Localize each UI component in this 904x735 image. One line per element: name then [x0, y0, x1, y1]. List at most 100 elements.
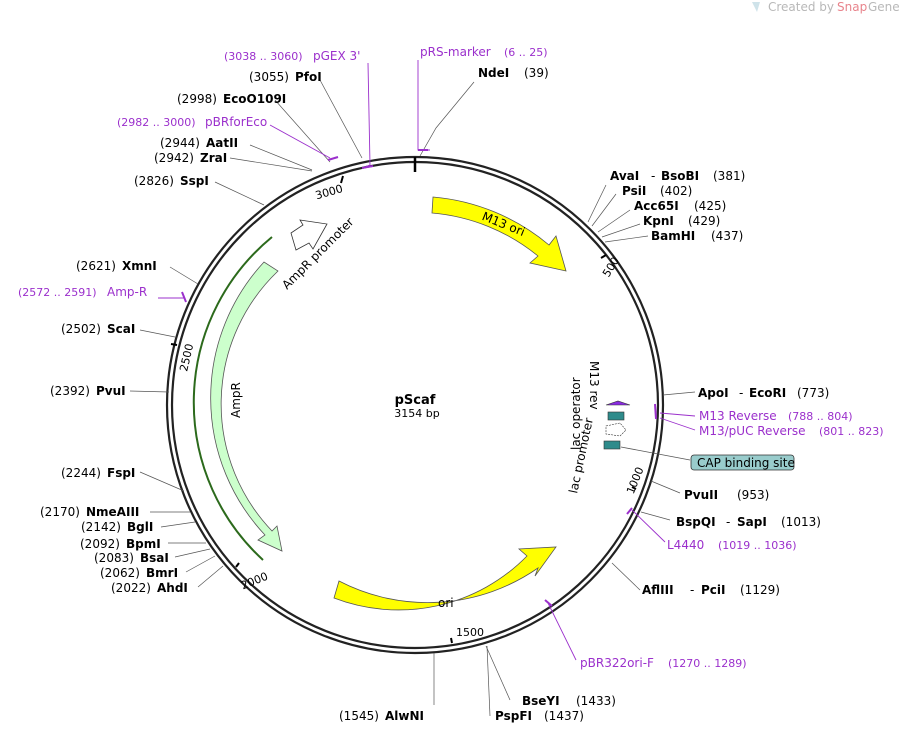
enzyme-bamhi[interactable]: BamHI	[651, 229, 695, 243]
enzyme-psii[interactable]: PsiI	[622, 184, 646, 198]
m13-ori-feature[interactable]: M13 ori	[431, 196, 567, 272]
enzyme-apoi-dash: -	[739, 386, 743, 400]
primer-m13-reverse[interactable]: M13 Reverse	[699, 409, 777, 423]
cap-binding-site-box[interactable]	[690, 454, 795, 471]
enzyme-bspqi-dash: -	[726, 515, 730, 529]
primer-amp-r-range: (2572 .. 2591)	[18, 286, 97, 299]
primer-l4440[interactable]: L4440	[667, 538, 704, 552]
enzyme-avai-dash: -	[651, 169, 655, 183]
enzyme-avai[interactable]: AvaI	[610, 169, 639, 183]
tick-2000: 2000	[239, 570, 270, 593]
snapgene-watermark: Created by Snap Gene	[752, 0, 900, 14]
enzyme-scai-pos: (2502)	[61, 322, 101, 336]
tick-3000: 3000	[314, 182, 344, 202]
enzyme-xmni[interactable]: XmnI	[122, 259, 157, 273]
primer-pbrforeco[interactable]: pBRforEco	[205, 115, 267, 129]
ori-feature[interactable]: ori	[333, 546, 557, 611]
enzyme-apoi[interactable]: ApoI	[698, 386, 729, 400]
primer-marks	[181, 149, 657, 607]
primer-pgex-range: (3038 .. 3060)	[224, 50, 303, 63]
enzyme-sapi[interactable]: SapI	[737, 515, 767, 529]
enzyme-bsai-pos: (2083)	[94, 551, 134, 565]
enzyme-bspqi[interactable]: BspQI	[676, 515, 716, 529]
primer-prs-marker[interactable]: pRS-marker	[420, 45, 491, 59]
primer-m13-reverse-range: (788 .. 804)	[788, 410, 853, 423]
cap-binding-site-label: CAP binding site	[697, 456, 795, 470]
plasmid-name: pScaf	[395, 393, 436, 408]
primer-m13-puc-reverse[interactable]: M13/pUC Reverse	[699, 424, 806, 438]
enzyme-ndei[interactable]: NdeI	[478, 66, 509, 80]
enzyme-pvuii[interactable]: PvuII	[684, 488, 718, 502]
enzyme-bpmi-pos: (2092)	[80, 537, 120, 551]
enzyme-bpmi[interactable]: BpmI	[126, 537, 161, 551]
enzyme-afliii-pos: (1129)	[740, 583, 780, 597]
enzyme-kpni-pos: (429)	[688, 214, 720, 228]
enzyme-pvuii-pos: (953)	[737, 488, 769, 502]
primer-amp-r[interactable]: Amp-R	[107, 285, 147, 299]
cap-site-box	[603, 440, 621, 450]
enzyme-fspi[interactable]: FspI	[107, 466, 135, 480]
m13-ori-label: M13 ori	[480, 209, 527, 239]
lac-region[interactable]: M13 rev lac operator lac promoter CAP bi…	[566, 361, 795, 495]
enzyme-avai-pos: (381)	[713, 169, 745, 183]
enzyme-bseyi-pos: (1433)	[576, 694, 616, 708]
enzyme-bmri-pos: (2062)	[100, 566, 140, 580]
primer-labels: pRS-marker (6 .. 25) (3038 .. 3060) pGEX…	[18, 45, 884, 670]
enzyme-ahdi-pos: (2022)	[111, 581, 151, 595]
enzyme-bsai[interactable]: BsaI	[140, 551, 169, 565]
enzyme-pvui[interactable]: PvuI	[96, 384, 126, 398]
enzyme-ahdi[interactable]: AhdI	[157, 581, 188, 595]
enzyme-afliii[interactable]: AflIII	[642, 583, 674, 597]
plasmid-length: 3154 bp	[394, 407, 439, 420]
enzyme-bspqi-pos: (1013)	[781, 515, 821, 529]
primer-pgex[interactable]: pGEX 3'	[313, 49, 360, 63]
enzyme-bgli[interactable]: BglI	[127, 520, 153, 534]
enzyme-bmri[interactable]: BmrI	[146, 566, 178, 580]
primer-l4440-range: (1019 .. 1036)	[718, 539, 797, 552]
snapgene-logo-icon	[752, 2, 760, 12]
primer-connectors	[158, 60, 696, 661]
primer-m13-puc-reverse-range: (801 .. 823)	[819, 425, 884, 438]
primer-pbrforeco-range: (2982 .. 3000)	[117, 116, 196, 129]
enzyme-fspi-pos: (2244)	[61, 466, 101, 480]
enzyme-bseyi[interactable]: BseYI	[522, 694, 560, 708]
enzyme-alwni-pos: (1545)	[339, 709, 379, 723]
primer-pbr322ori-f-range: (1270 .. 1289)	[668, 657, 747, 670]
primer-pbr322ori-f[interactable]: pBR322ori-F	[580, 656, 654, 670]
enzyme-nmeaiii[interactable]: NmeAIII	[86, 505, 139, 519]
enzyme-xmni-pos: (2621)	[76, 259, 116, 273]
enzyme-bgli-pos: (2142)	[81, 520, 121, 534]
enzyme-alwni[interactable]: AlwNI	[385, 709, 424, 723]
tick-500: 500	[600, 255, 622, 280]
primer-prs-marker-range: (6 .. 25)	[504, 46, 548, 59]
lac-operator-label: lac operator	[569, 377, 583, 450]
enzyme-kpni[interactable]: KpnI	[643, 214, 674, 228]
enzyme-bsobi[interactable]: BsoBI	[661, 169, 699, 183]
enzyme-pspfi[interactable]: PspFI	[495, 709, 532, 723]
ori-label: ori	[438, 596, 454, 610]
tick-1500: 1500	[456, 626, 484, 639]
enzyme-ecori[interactable]: EcoRI	[749, 386, 786, 400]
ampr-feature[interactable]: AmpR	[192, 236, 283, 561]
enzyme-acc65i-pos: (425)	[694, 199, 726, 213]
enzyme-pfoi-pos: (3055)	[249, 70, 289, 84]
tick-2500: 2500	[177, 342, 196, 372]
m13-rev-label: M13 rev	[587, 361, 601, 410]
enzyme-sspi[interactable]: SspI	[180, 174, 209, 188]
enzyme-bamhi-pos: (437)	[711, 229, 743, 243]
enzyme-aatii[interactable]: AatII	[206, 136, 238, 150]
enzyme-scai[interactable]: ScaI	[107, 322, 135, 336]
brand-snap: Snap	[837, 0, 867, 14]
enzyme-ndei-pos: (39)	[524, 66, 549, 80]
ampr-promoter-feature[interactable]: AmpR promoter	[279, 215, 356, 292]
enzyme-connectors	[129, 79, 696, 717]
enzyme-zrai[interactable]: ZraI	[200, 151, 227, 165]
enzyme-pfoi[interactable]: PfoI	[295, 70, 322, 84]
enzyme-pspfi-pos: (1437)	[544, 709, 584, 723]
m13-rev-arrow-icon	[605, 400, 631, 406]
enzyme-ecoo109i[interactable]: EcoO109I	[223, 92, 286, 106]
enzyme-nmeaiii-pos: (2170)	[40, 505, 80, 519]
enzyme-acc65i[interactable]: Acc65I	[634, 199, 679, 213]
enzyme-pcii[interactable]: PciI	[701, 583, 726, 597]
